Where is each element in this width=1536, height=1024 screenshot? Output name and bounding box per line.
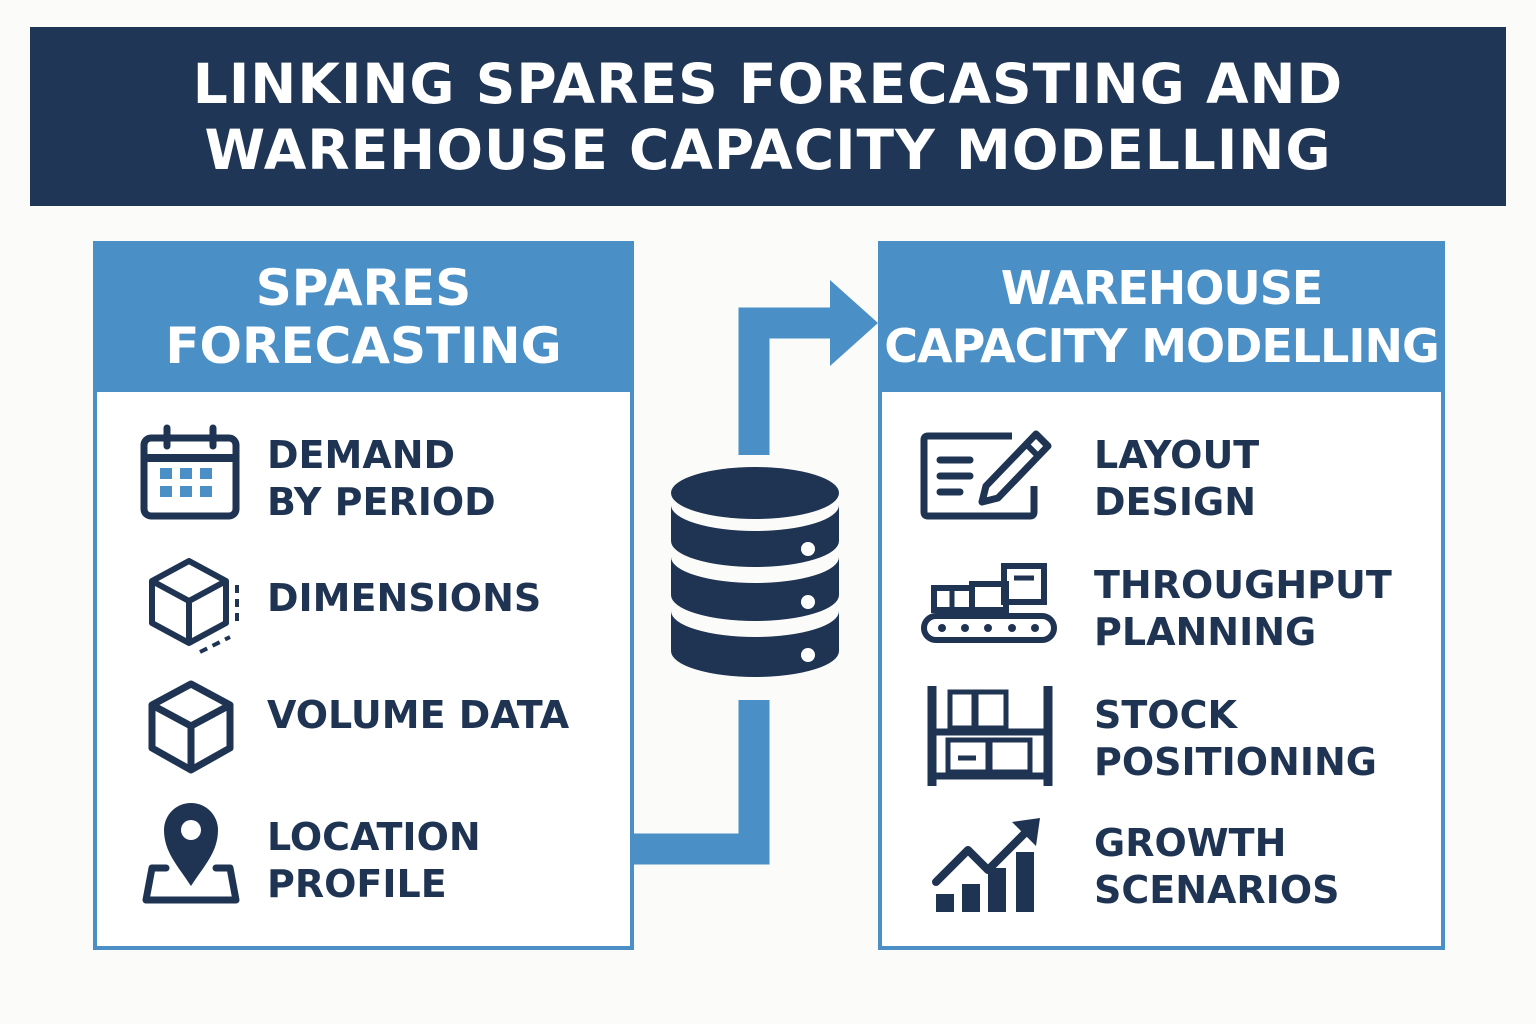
spares-forecasting-header: SPARES FORECASTING [93,241,634,392]
title-banner: LINKING SPARES FORECASTING AND WAREHOUSE… [30,27,1506,206]
database-icon [671,467,839,677]
layout-design-label: LAYOUT DESIGN [1094,433,1260,524]
dimensions-cube-icon [149,558,239,654]
location-profile-label: LOCATION PROFILE [267,815,481,906]
warehouse-heading-line-1: WAREHOUSE [1000,260,1324,315]
title-line-1: LINKING SPARES FORECASTING AND [192,51,1344,116]
throughput-planning-label: THROUGHPUT PLANNING [1094,563,1392,654]
cube-icon [148,680,234,774]
warehouse-heading-line-2: CAPACITY MODELLING [884,318,1440,373]
volume-data-label: VOLUME DATA [267,693,570,737]
warehouse-capacity-header: WAREHOUSE CAPACITY MODELLING [878,241,1445,392]
stock-positioning-label: STOCK POSITIONING [1094,693,1377,784]
title-line-2: WAREHOUSE CAPACITY MODELLING [204,117,1332,182]
layout-design-icon [920,430,1052,520]
growth-chart-icon [932,818,1040,912]
spares-heading-line-2: FORECASTING [165,316,562,375]
conveyor-icon [921,563,1057,643]
shelving-icon [927,686,1053,786]
calendar-icon [140,424,240,520]
location-pin-icon [142,803,240,904]
growth-scenarios-label: GROWTH SCENARIOS [1094,821,1340,912]
warehouse-capacity-panel: WAREHOUSE CAPACITY MODELLING [878,241,1445,950]
demand-label: DEMAND BY PERIOD [267,433,496,524]
arrow-head [830,280,878,366]
spares-heading-line-1: SPARES [255,258,472,317]
dimensions-label: DIMENSIONS [267,576,542,620]
